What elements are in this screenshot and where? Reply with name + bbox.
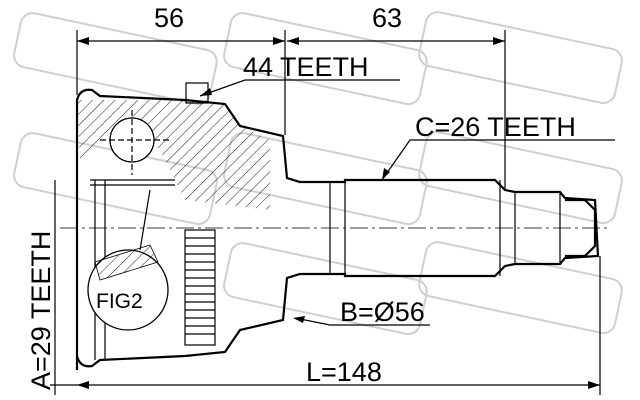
dimension-lines [50, 30, 615, 395]
dimension-63-label: 63 [372, 3, 402, 33]
length-l-label: L=148 [306, 357, 382, 387]
teeth-a-label: A=29 TEETH [26, 231, 56, 390]
teeth-44-label: 44 TEETH [243, 52, 369, 82]
abs-ring [184, 229, 216, 346]
diameter-b-label: B=Ø56 [340, 297, 425, 327]
fig2-label: FIG2 [96, 290, 143, 313]
dimension-56-label: 56 [154, 3, 184, 33]
housing-hatch [77, 100, 270, 210]
stub-nut [565, 198, 597, 258]
teeth-c-label: C=26 TEETH [415, 112, 576, 142]
outer-housing [75, 88, 600, 370]
